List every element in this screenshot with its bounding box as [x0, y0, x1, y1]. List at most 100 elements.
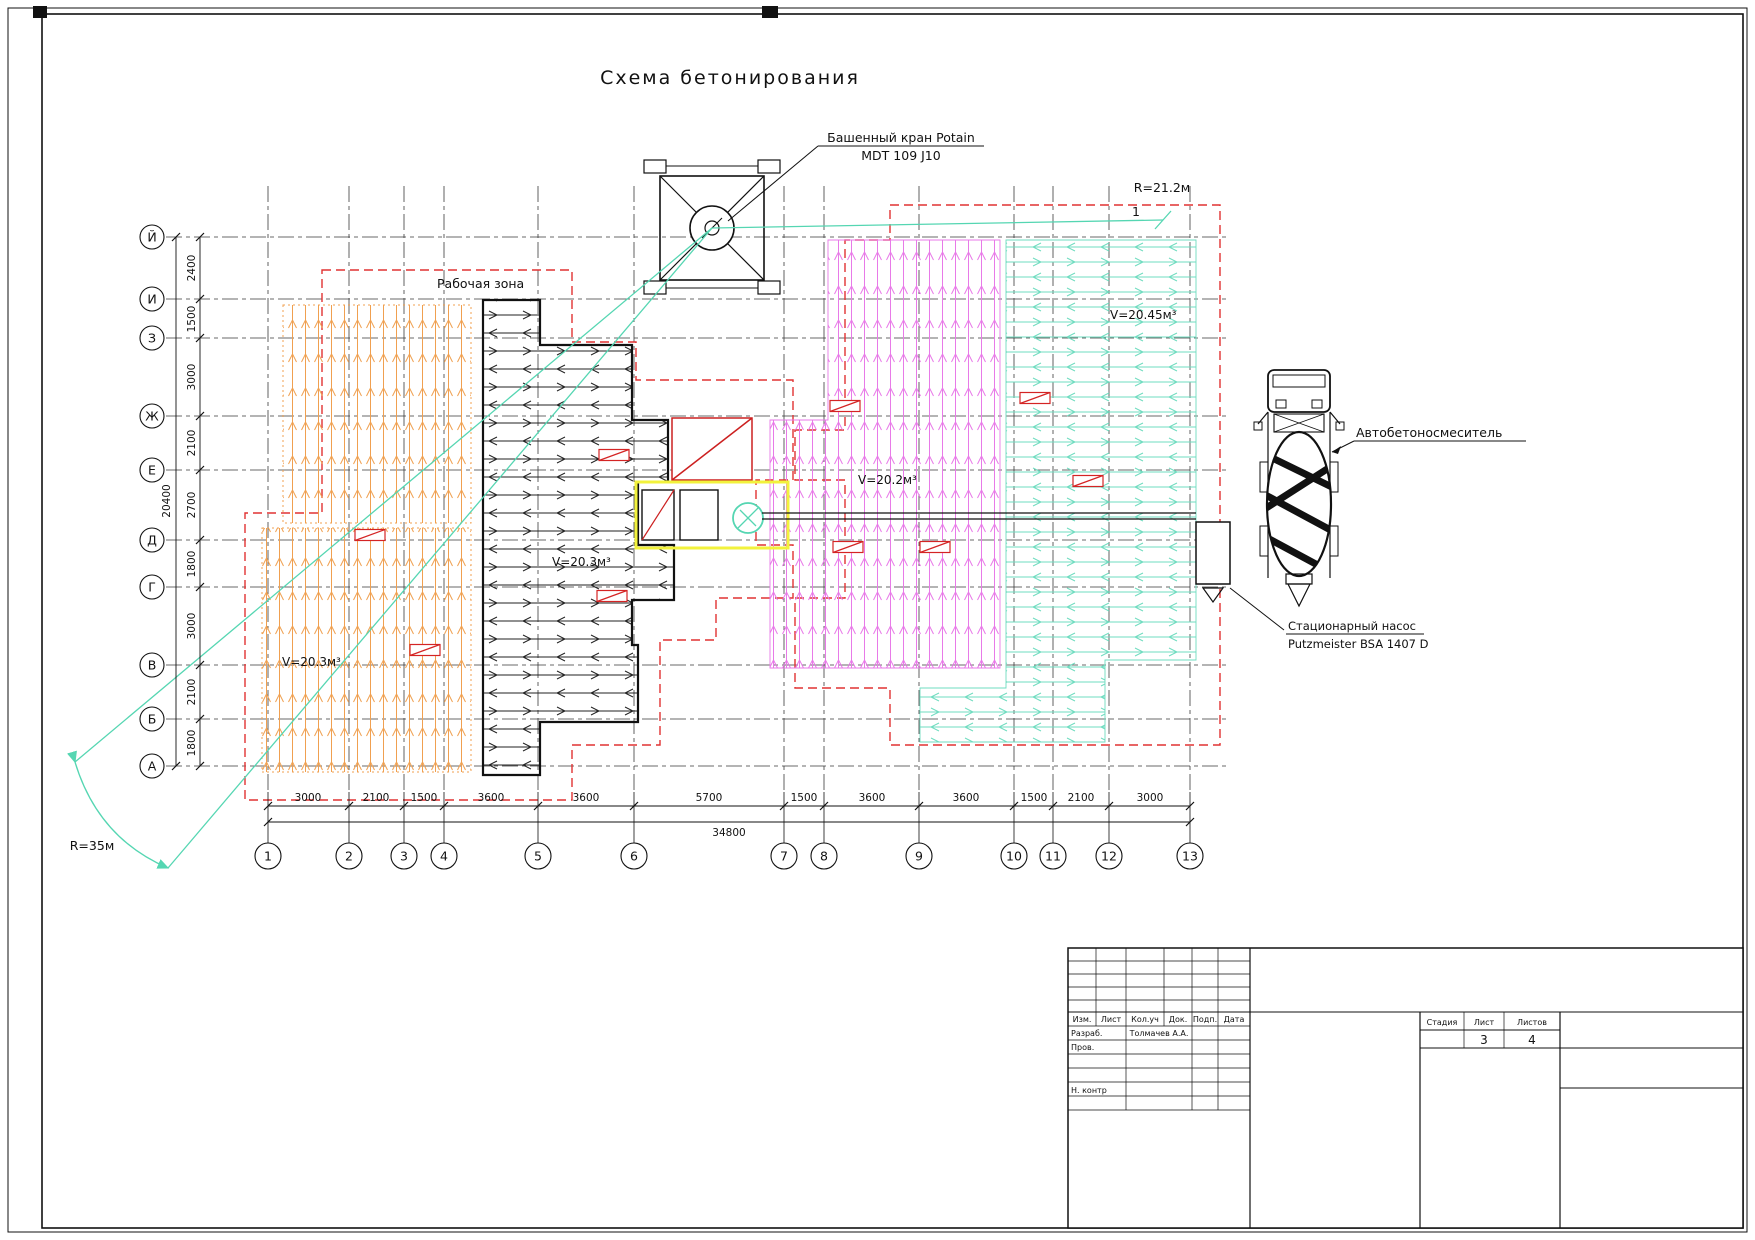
inner-border: [41, 13, 1744, 1229]
axis-label: 3: [400, 849, 408, 864]
axis-bubble: [139, 403, 165, 429]
core-section-diagonal: [671, 417, 753, 481]
mixer-truck: [1253, 369, 1345, 608]
radius-left-label: R=35м: [70, 838, 115, 853]
axis-label: Б: [148, 712, 157, 727]
crane-pad: [643, 159, 667, 174]
axis-label: 4: [440, 849, 448, 864]
dim-value: 2100: [186, 679, 198, 706]
row-axes: Й И З Ж Е Д Г В Б А: [139, 224, 165, 779]
sheet-frame: [7, 6, 1748, 1233]
crane-pad: [643, 280, 667, 295]
dim-value: 2100: [1068, 792, 1095, 804]
core-cell: [679, 489, 719, 541]
dim-ticks: [171, 232, 205, 771]
dim-value: 3000: [1137, 792, 1164, 804]
dim-value: 2700: [186, 492, 198, 519]
axis-bubble: [139, 527, 165, 553]
dim-value: 3600: [573, 792, 600, 804]
radius-line-right: [711, 219, 1164, 229]
axis-bubble: [430, 842, 458, 870]
axis-bubble: [1176, 842, 1204, 870]
pump-label-line1: Стационарный насос: [1288, 619, 1416, 633]
joint-symbol: [1019, 391, 1051, 405]
stamp-col-lines: [1095, 948, 1505, 1110]
outer-border: [7, 7, 1748, 1233]
axis-label: З: [148, 331, 156, 346]
axis-label: Г: [148, 580, 156, 595]
core-cell-diagonal: [641, 489, 675, 541]
crane-pad: [757, 159, 781, 174]
mixer-leader-arrow-icon: [1332, 446, 1341, 454]
axis-label: 10: [1006, 849, 1022, 864]
dim-total-horizontal: 34800: [712, 827, 745, 839]
axis-label: Ж: [145, 409, 159, 424]
magenta-zone: [769, 239, 1001, 669]
stamp-checked-label: Пров.: [1071, 1043, 1094, 1052]
page-title: Схема бетонирования: [600, 67, 860, 89]
stamp-header-cell: Подп.: [1193, 1015, 1217, 1024]
drum-hatch: [1267, 448, 1331, 576]
crane-pad: [757, 280, 781, 295]
axis-label: 8: [820, 849, 828, 864]
stamp-sheets-value: 4: [1528, 1033, 1536, 1047]
joint-symbol: [919, 540, 951, 554]
concrete-pipeline: [762, 512, 1196, 520]
truck-wheel: [1329, 461, 1339, 493]
axis-label: И: [147, 292, 156, 307]
tower-crane: [643, 159, 781, 295]
volume-label-green: V=20.45м³: [1110, 308, 1177, 322]
axis-bubble: [254, 842, 282, 870]
stamp-header-cell: Изм.: [1073, 1015, 1092, 1024]
dim-chain-lines: [175, 237, 201, 766]
construction-joints: [354, 391, 1104, 657]
radius-line-left-2: [167, 227, 713, 869]
stamp-ncontrol-label: Н. контр: [1071, 1086, 1107, 1095]
joint-symbol: [354, 528, 386, 542]
axis-label: 2: [345, 849, 353, 864]
mixer-label: Автобетоносмеситель: [1356, 425, 1502, 440]
joint-symbol: [829, 399, 861, 413]
col-axes: 1 2 3 4 5 6 7 8 9 10 11 12 13: [254, 792, 1204, 870]
row-dimensions: 2400 1500 3000 2100 2700 1800 3000 2100 …: [161, 232, 205, 771]
dim-value: 1500: [1021, 792, 1048, 804]
volume-label-black: V=20.3м³: [552, 555, 611, 569]
axis-bubble: [139, 457, 165, 483]
stamp-developed-label: Разраб.: [1071, 1029, 1102, 1038]
dim-value: 2100: [186, 430, 198, 457]
pump-label-line2: Putzmeister BSA 1407 D: [1288, 637, 1429, 651]
axis-bubble: [1039, 842, 1067, 870]
col-dimensions: 3000 2100 1500 3600 3600 5700 1500 3600 …: [263, 792, 1195, 839]
building-outline: [481, 298, 676, 777]
annotations: Рабочая зона Башенный кран Potain MDT 10…: [70, 130, 1526, 853]
truck-deck-brace: [1273, 413, 1325, 433]
frame-mark-icon: [33, 6, 47, 18]
crane-rails: [644, 165, 780, 289]
volume-label-orange: V=20.3м³: [282, 655, 341, 669]
placing-point-cross: [737, 507, 759, 529]
frame-mark-icon: [762, 6, 778, 18]
axis-bubble: [1000, 842, 1028, 870]
dim-value: 3600: [859, 792, 886, 804]
axis-label: Е: [148, 463, 156, 478]
axis-label: В: [148, 658, 157, 673]
pump-stand: [1201, 587, 1225, 604]
green-zone: [919, 239, 1197, 743]
dim-value: 2100: [363, 792, 390, 804]
truck-windshield: [1272, 374, 1326, 388]
axis-bubble: [335, 842, 363, 870]
radius-arc: [67, 750, 170, 869]
joint-symbol: [832, 540, 864, 554]
pump-body: [1195, 521, 1231, 585]
stamp-main-horizontals: [1068, 1011, 1743, 1089]
joint-symbol: [598, 448, 630, 462]
axis-bubble: [139, 652, 165, 678]
dim-value: 3600: [478, 792, 505, 804]
stamp-stage-label: Стадия: [1427, 1018, 1458, 1027]
radius-right-label: R=21.2м: [1134, 180, 1190, 195]
pump-leader-line: [1229, 587, 1285, 631]
axis-label: 11: [1045, 849, 1061, 864]
pour-zone-green: [919, 239, 1197, 743]
joint-symbol: [409, 643, 441, 657]
